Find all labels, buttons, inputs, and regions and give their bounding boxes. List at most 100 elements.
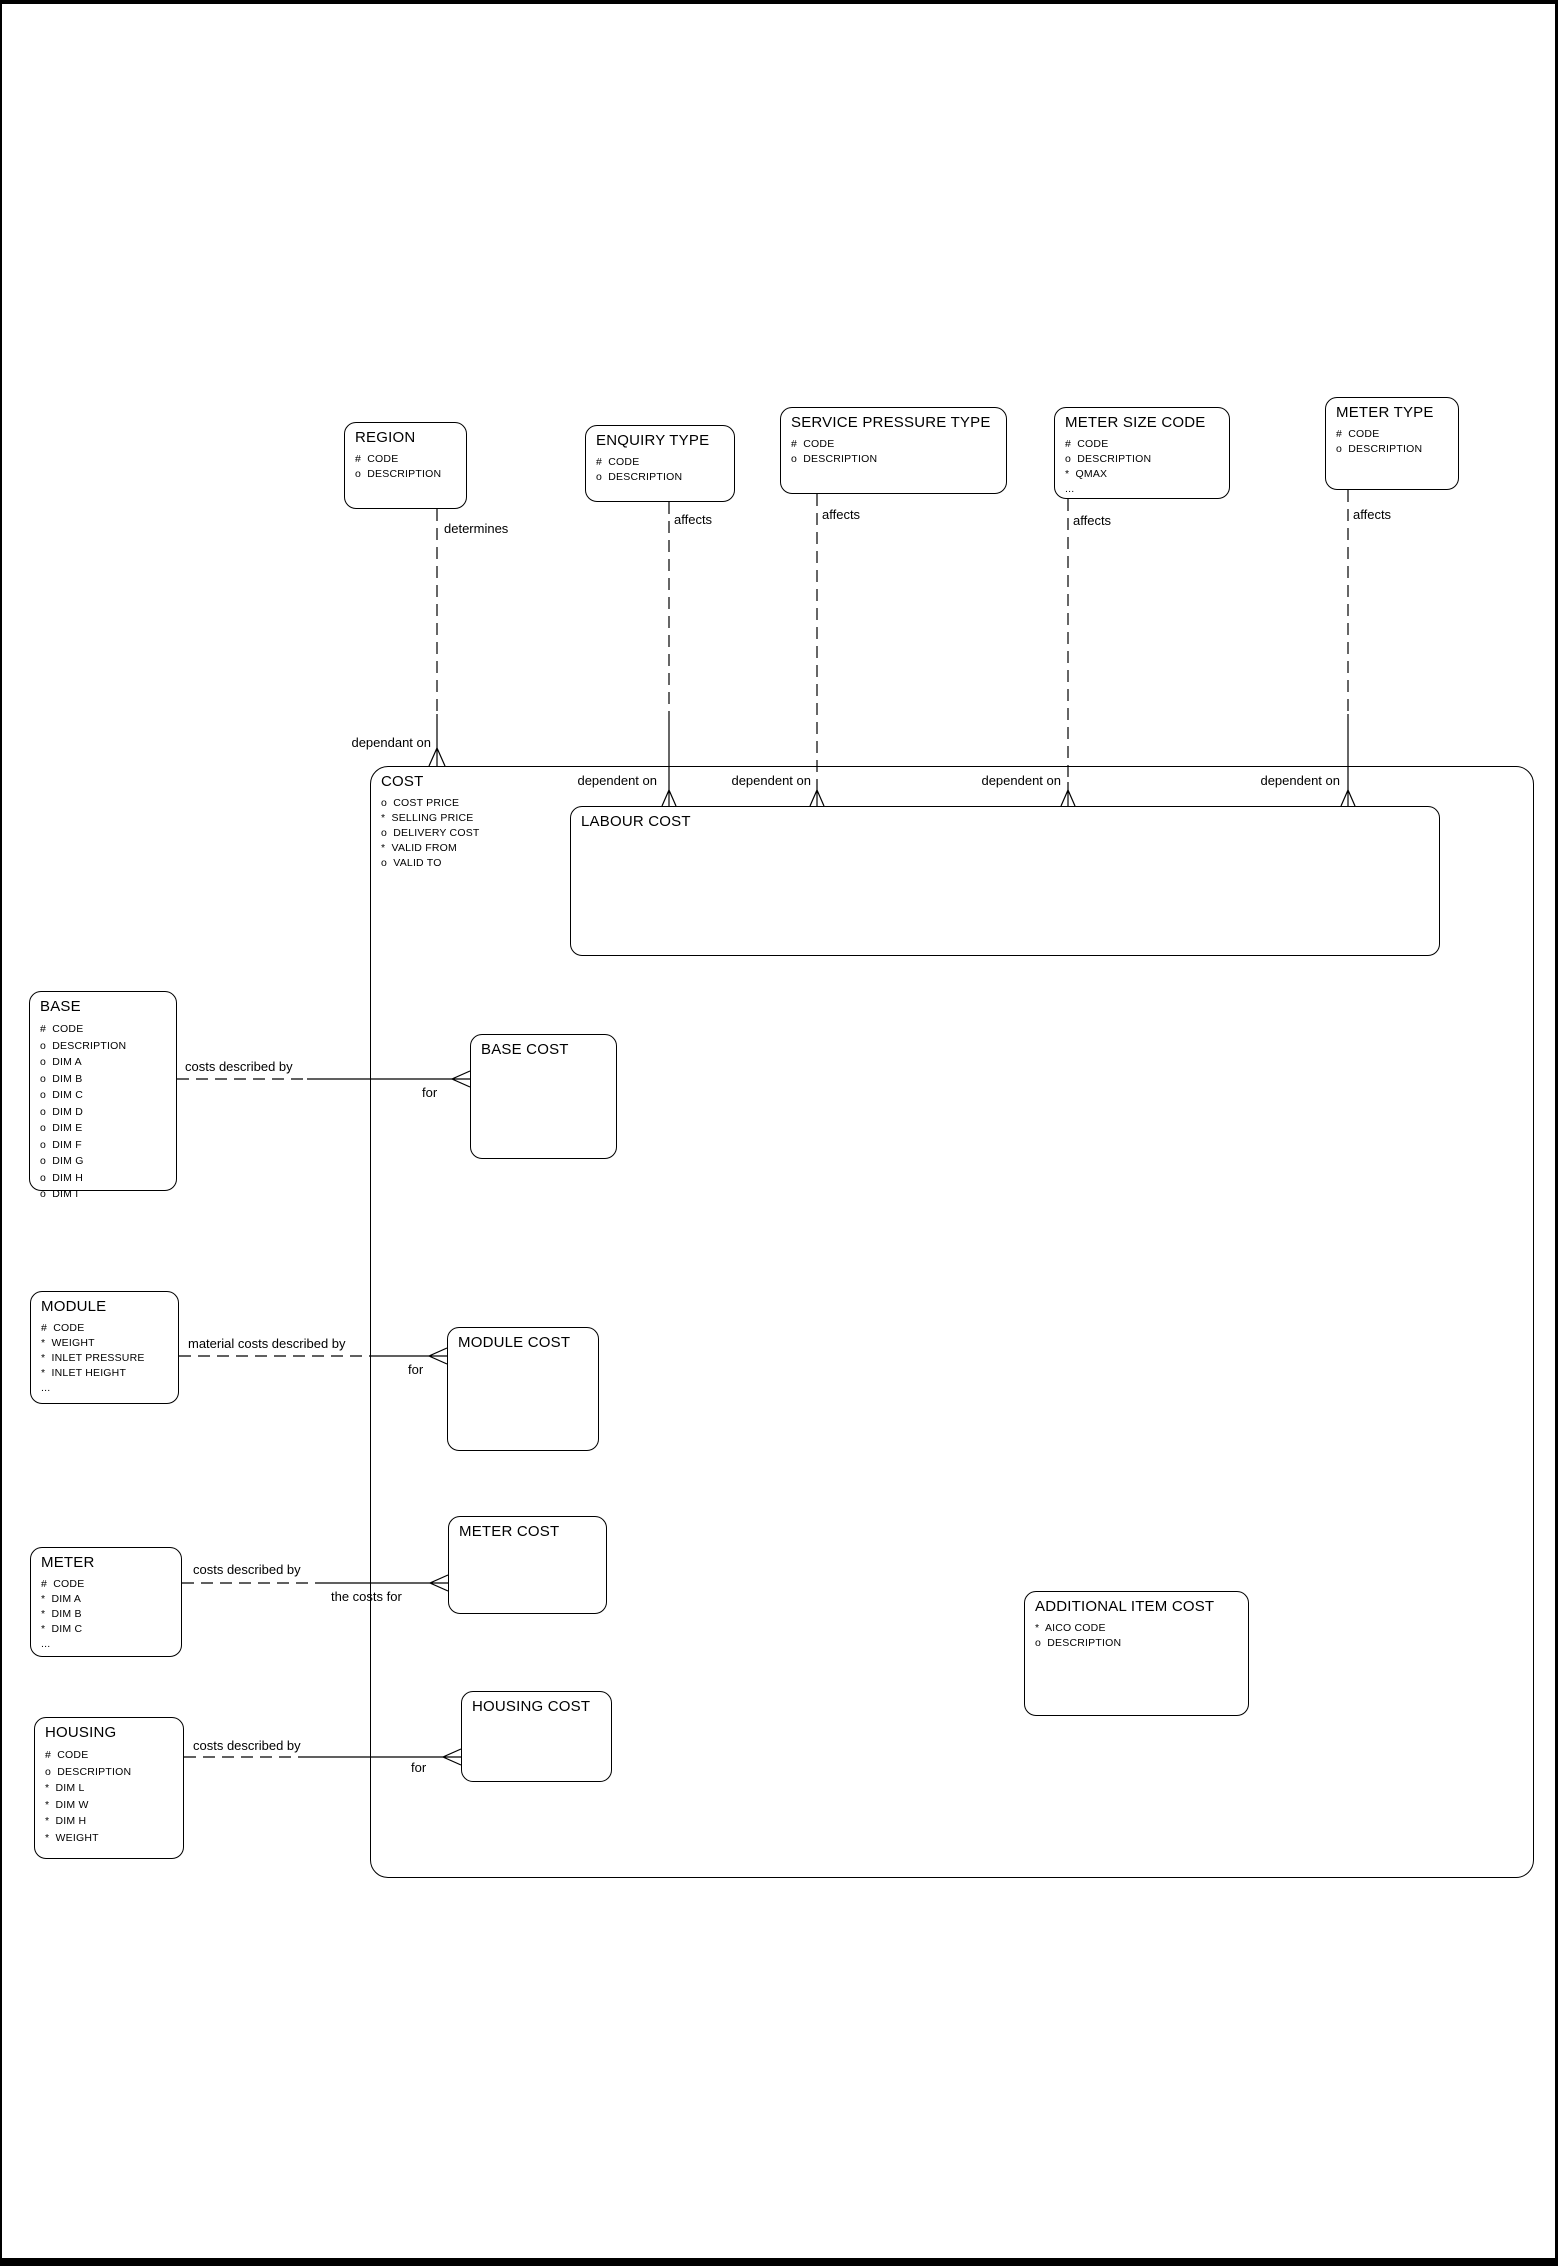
entity-module-cost-title: MODULE COST <box>458 1334 571 1351</box>
rel-region-cost <box>428 509 446 767</box>
attribute-row: o DIM B <box>40 1072 83 1085</box>
rel-label-for-housing: for <box>411 1760 427 1775</box>
attribute-row: ... <box>41 1638 51 1650</box>
attribute-row: * DIM L <box>45 1782 85 1794</box>
attribute-row: o VALID TO <box>381 857 442 869</box>
entity-meter-size-code-title: METER SIZE CODE <box>1065 414 1206 431</box>
rel-label-costs-described-by-meter: costs described by <box>193 1562 301 1577</box>
attribute-row: * DIM H <box>45 1815 87 1827</box>
entity-meter-type-title: METER TYPE <box>1336 404 1434 421</box>
attribute-row: * WEIGHT <box>41 1337 95 1349</box>
entity-meter-size-code-attributes: # CODE o DESCRIPTION * QMAX ... <box>1065 437 1219 497</box>
attribute-row: o DIM I <box>40 1188 79 1200</box>
entity-housing-title: HOUSING <box>45 1724 117 1741</box>
attribute-row: o DIM D <box>40 1105 84 1118</box>
entity-base-attributes: # CODE o DESCRIPTION o DIM A o DIM B o D… <box>40 1021 166 1203</box>
entity-meter-size-code: METER SIZE CODE # CODE o DESCRIPTION * Q… <box>1054 407 1230 499</box>
entity-module-title: MODULE <box>41 1298 107 1315</box>
attribute-row: * DIM B <box>41 1608 82 1620</box>
rel-label-costs-described-by-base: costs described by <box>185 1059 293 1074</box>
rel-label-for-base: for <box>422 1085 438 1100</box>
entity-base-cost: BASE COST <box>470 1034 617 1159</box>
entity-enquiry-type-title: ENQUIRY TYPE <box>596 432 710 449</box>
rel-label-the-costs-for: the costs for <box>331 1589 402 1604</box>
entity-labour-cost: LABOUR COST <box>570 806 1440 956</box>
attribute-row: # CODE <box>45 1749 89 1761</box>
rel-label-dependent-on-4: dependent on <box>1260 773 1340 788</box>
entity-cost-attributes: o COST PRICE * SELLING PRICE o DELIVERY … <box>381 796 1523 871</box>
rel-meter-meter-cost <box>182 1574 449 1592</box>
entity-base-cost-title: BASE COST <box>481 1041 569 1058</box>
attribute-row: o COST PRICE <box>381 797 460 809</box>
entity-meter-cost-title: METER COST <box>459 1523 560 1540</box>
entity-enquiry-type: ENQUIRY TYPE # CODE o DESCRIPTION <box>585 425 735 502</box>
rel-label-for-module: for <box>408 1362 424 1377</box>
attribute-row: ... <box>1065 483 1075 495</box>
rel-label-affects-meter-size: affects <box>1073 513 1112 528</box>
attribute-row: # CODE <box>1336 428 1380 440</box>
rel-label-dependant-on: dependant on <box>351 735 431 750</box>
entity-additional-item-cost: ADDITIONAL ITEM COST * AICO CODE o DESCR… <box>1024 1591 1249 1716</box>
attribute-row: o DIM A <box>40 1056 82 1068</box>
attribute-row: o DESCRIPTION <box>45 1765 132 1778</box>
attribute-row: * DIM W <box>45 1798 89 1811</box>
entity-enquiry-type-attributes: # CODE o DESCRIPTION <box>596 455 724 485</box>
entity-housing-cost: HOUSING COST <box>461 1691 612 1782</box>
rel-housing-housing-cost <box>184 1748 462 1766</box>
rel-service-pressure-labour <box>809 494 825 807</box>
attribute-row: * AICO CODE <box>1035 1622 1106 1634</box>
rel-label-affects-meter-type: affects <box>1353 507 1392 522</box>
attribute-row: * SELLING PRICE <box>381 812 474 824</box>
rel-meter-type-labour <box>1340 490 1356 807</box>
entity-meter-cost: METER COST <box>448 1516 607 1614</box>
entity-base: BASE # CODE o DESCRIPTION o DIM A o DIM … <box>29 991 177 1200</box>
rel-label-dependent-on-2: dependent on <box>731 773 811 788</box>
attribute-row: o DESCRIPTION <box>1336 443 1423 455</box>
attribute-row: o DESCRIPTION <box>596 471 683 483</box>
entity-labour-cost-title: LABOUR COST <box>581 813 691 830</box>
entity-housing-cost-title: HOUSING COST <box>472 1698 591 1715</box>
rel-label-costs-described-by-housing: costs described by <box>193 1738 301 1753</box>
attribute-row: * INLET PRESSURE <box>41 1352 145 1364</box>
entity-meter-type: METER TYPE # CODE o DESCRIPTION <box>1325 397 1459 490</box>
attribute-row: ... <box>41 1382 51 1394</box>
entity-additional-item-cost-attributes: * AICO CODE o DESCRIPTION <box>1035 1621 1238 1651</box>
attribute-row: o DESCRIPTION <box>40 1039 127 1052</box>
attribute-row: o DIM E <box>40 1122 83 1134</box>
attribute-row: * VALID FROM <box>381 842 457 854</box>
rel-label-determines: determines <box>444 521 509 536</box>
attribute-row: * QMAX <box>1065 468 1108 480</box>
rel-module-module-cost <box>179 1347 448 1365</box>
attribute-row: # CODE <box>791 438 835 450</box>
attribute-row: # CODE <box>41 1578 85 1590</box>
attribute-row: o DIM F <box>40 1138 82 1151</box>
rel-label-material-costs-described-by: material costs described by <box>188 1336 346 1351</box>
attribute-row: o DIM H <box>40 1171 84 1184</box>
entity-base-title: BASE <box>40 998 81 1015</box>
entity-module-cost: MODULE COST <box>447 1327 599 1451</box>
attribute-row: # CODE <box>40 1023 84 1035</box>
rel-enquiry-labour <box>661 502 677 807</box>
rel-label-affects-service-pressure: affects <box>822 507 861 522</box>
entity-cost-title: COST <box>381 773 424 790</box>
entity-housing: HOUSING # CODE o DESCRIPTION * DIM L * D… <box>34 1717 184 1859</box>
attribute-row: * DIM A <box>41 1593 82 1605</box>
attribute-row: * DIM C <box>41 1623 83 1635</box>
rel-label-dependent-on-1: dependent on <box>577 773 657 788</box>
entity-region-title: REGION <box>355 429 416 446</box>
entity-additional-item-cost-title: ADDITIONAL ITEM COST <box>1035 1598 1215 1615</box>
attribute-row: o DELIVERY COST <box>381 827 480 839</box>
attribute-row: o DESCRIPTION <box>1035 1637 1122 1649</box>
attribute-row: # CODE <box>41 1322 85 1334</box>
entity-module-attributes: # CODE * WEIGHT * INLET PRESSURE * INLET… <box>41 1321 168 1396</box>
attribute-row: o DESCRIPTION <box>355 468 442 480</box>
entity-module: MODULE # CODE * WEIGHT * INLET PRESSURE … <box>30 1291 179 1404</box>
entity-meter: METER # CODE * DIM A * DIM B * DIM C ... <box>30 1547 182 1657</box>
attribute-row: # CODE <box>596 456 640 468</box>
rel-base-base-cost <box>177 1070 471 1088</box>
entity-region: REGION # CODE o DESCRIPTION <box>344 422 467 509</box>
entity-service-pressure-type-attributes: # CODE o DESCRIPTION <box>791 437 996 467</box>
entity-meter-type-attributes: # CODE o DESCRIPTION <box>1336 427 1448 457</box>
attribute-row: o DIM G <box>40 1155 84 1167</box>
